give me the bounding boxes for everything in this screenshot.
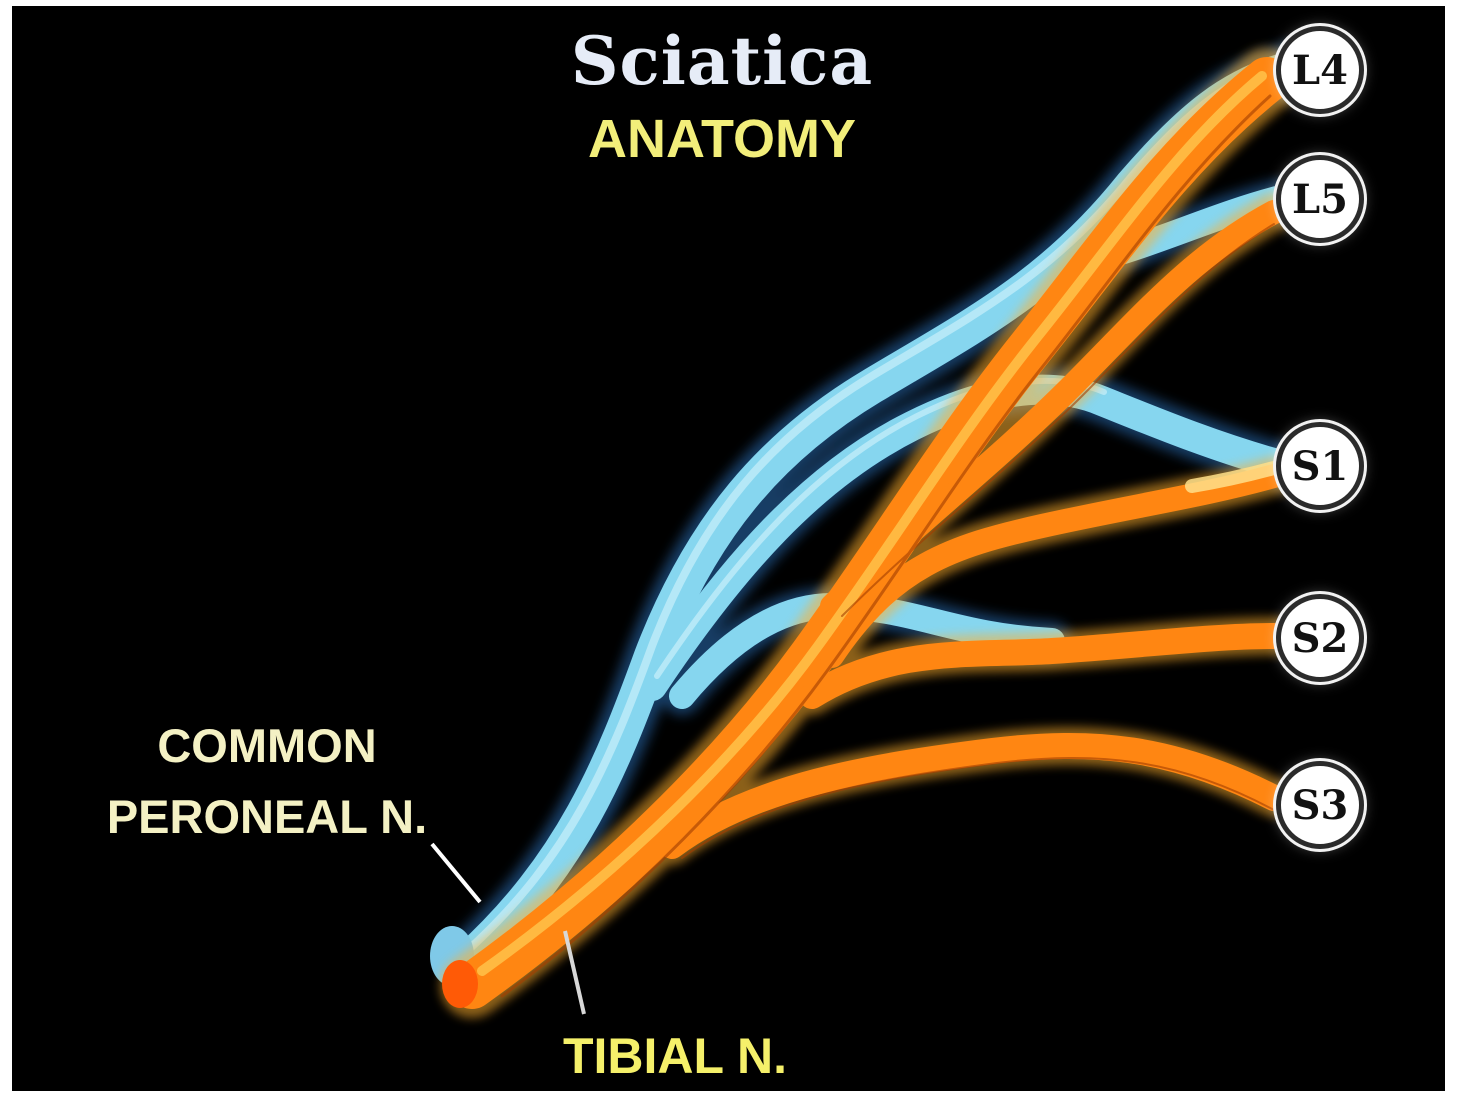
root-marker-s1: S1: [1276, 422, 1364, 510]
common-peroneal-label-line1: COMMON: [72, 711, 462, 782]
root-label-l5: L5: [1292, 176, 1348, 223]
root-marker-l4: L4: [1276, 26, 1364, 114]
root-label-s2: S2: [1292, 615, 1349, 662]
tibial-cut-end: [442, 960, 478, 1008]
diagram-subtitle: ANATOMY: [512, 112, 932, 166]
diagram-canvas: Sciatica ANATOMY COMMON PERONEAL N. TIBI…: [12, 6, 1445, 1091]
root-label-l4: L4: [1292, 47, 1348, 94]
root-marker-s2: S2: [1276, 594, 1364, 682]
common-peroneal-label: COMMON PERONEAL N.: [72, 711, 462, 852]
peroneal-pointer-line: [432, 844, 480, 902]
root-label-s3: S3: [1292, 782, 1349, 829]
common-peroneal-label-line2: PERONEAL N.: [72, 782, 462, 853]
root-marker-l5: L5: [1276, 155, 1364, 243]
diagram-title: Sciatica: [512, 28, 932, 94]
root-marker-s3: S3: [1276, 761, 1364, 849]
root-label-s1: S1: [1292, 443, 1349, 490]
tibial-label: TIBIAL N.: [530, 1019, 820, 1091]
